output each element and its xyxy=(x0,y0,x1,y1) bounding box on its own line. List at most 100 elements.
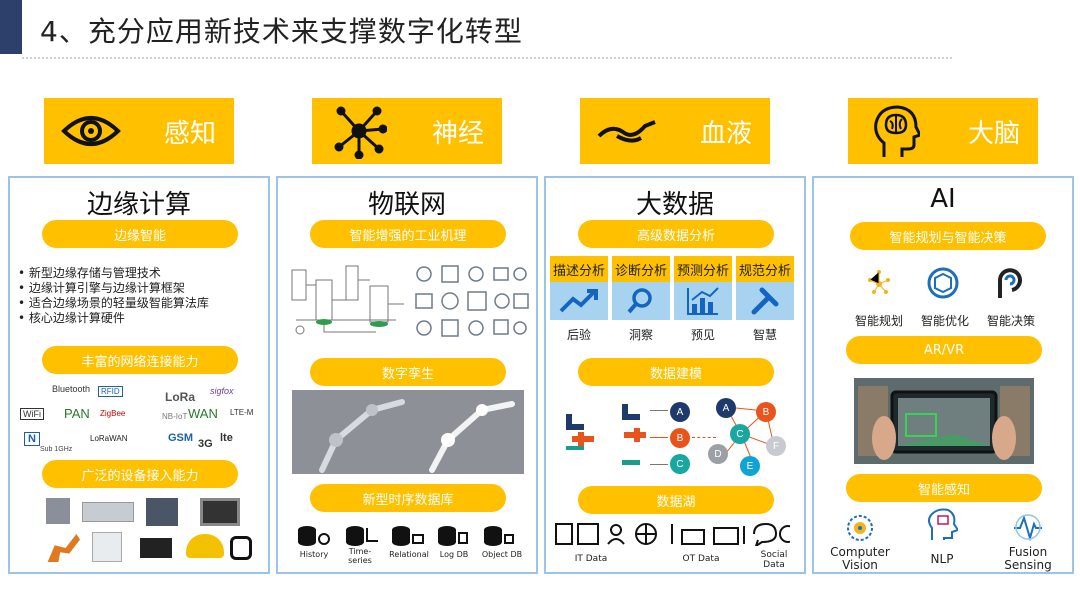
analysis-head: 描述分析 xyxy=(550,256,608,282)
pill-edge-intelligence: 边缘智能 xyxy=(42,220,238,248)
device-robot-arm-image xyxy=(47,534,80,562)
lte-logo: lte xyxy=(220,432,233,444)
graph-node: C xyxy=(670,454,690,474)
tools-icon xyxy=(736,282,794,320)
wan-label: WAN xyxy=(188,406,218,421)
lake-label: IT Data xyxy=(574,554,608,564)
pill-device-access: 广泛的设备接入能力 xyxy=(42,460,238,488)
db-label: History xyxy=(299,550,329,559)
analysis-foot: 智慧 xyxy=(752,328,777,342)
ai-item-label: 智能优化 xyxy=(920,314,969,328)
arrow-connector xyxy=(692,437,716,438)
graph-node: D xyxy=(708,444,728,464)
header-label: 大脑 xyxy=(967,118,1020,149)
database-icon xyxy=(346,526,364,546)
graph-node: B xyxy=(670,428,690,448)
bullet-item: 适合边缘场景的轻量级智能算法库 xyxy=(18,294,209,311)
arrow-connector xyxy=(650,437,668,438)
clock-icon xyxy=(318,533,330,545)
lora-logo: LoRa xyxy=(165,390,195,404)
header-nerve: 神经 xyxy=(312,98,502,164)
zigbee-logo: ZigBee xyxy=(100,409,126,418)
device-gateway-image xyxy=(140,538,172,558)
3g-logo: 3G xyxy=(198,438,213,450)
analysis-foot: 后验 xyxy=(566,328,591,342)
pill-data-modeling: 数据建模 xyxy=(578,358,774,386)
arrow-connector xyxy=(650,410,668,411)
wifi-logo: WiFi xyxy=(20,408,44,420)
data-lake-icons xyxy=(554,522,797,549)
relation-graph-lines xyxy=(716,398,786,474)
header-perception: 感知 xyxy=(44,98,234,164)
ar-warehouse-image xyxy=(854,378,1034,464)
analysis-head: 规范分析 xyxy=(736,256,794,282)
analysis-head: 诊断分析 xyxy=(612,256,670,282)
header-label: 血液 xyxy=(699,118,752,149)
decision-icon xyxy=(992,266,1026,300)
magnifier-icon xyxy=(612,282,670,320)
eye-icon xyxy=(58,103,124,159)
analysis-head: 预测分析 xyxy=(674,256,732,282)
nfc-logo: N xyxy=(24,432,40,446)
chart-icon xyxy=(366,528,378,542)
pill-intelligent-perception: 智能感知 xyxy=(846,474,1042,502)
bluetooth-logo: Bluetooth xyxy=(52,384,91,394)
header-label: 神经 xyxy=(431,118,484,149)
page-title: 4、充分应用新技术来支撑数字化转型 xyxy=(40,15,523,48)
device-server-image xyxy=(146,498,178,526)
graph-node: A xyxy=(670,402,690,422)
db-label: Relational xyxy=(389,550,429,559)
graph-node: C xyxy=(730,424,750,444)
ai-item-label: 智能决策 xyxy=(986,314,1035,328)
blood-stream-icon xyxy=(594,103,660,159)
sense-label: NLP xyxy=(930,552,954,566)
panel-title: AI xyxy=(930,184,956,214)
pill-industrial-mechanism: 智能增强的工业机理 xyxy=(310,220,506,248)
pill-ar-vr: AR/VR xyxy=(846,336,1042,364)
optimization-icon xyxy=(926,266,960,300)
device-helmet-image xyxy=(186,534,224,558)
sense-label: Fusion Sensing xyxy=(1004,545,1052,572)
object-icon xyxy=(504,534,514,544)
graph-node: F xyxy=(766,436,786,456)
gsm-logo: GSM xyxy=(168,432,194,444)
bullet-item: 新型边缘存储与管理技术 xyxy=(18,264,161,281)
lake-label: OT Data xyxy=(682,554,720,564)
database-icon xyxy=(392,526,410,546)
pill-network-connectivity: 丰富的网络连接能力 xyxy=(42,346,238,374)
graph-node: B xyxy=(756,402,776,422)
planning-icon xyxy=(862,266,896,300)
model-blocks-image xyxy=(564,412,598,452)
db-label: Log DB xyxy=(439,550,469,559)
graph-node: A xyxy=(716,398,736,418)
analysis-foot: 洞察 xyxy=(628,328,653,342)
lake-label: Social Data xyxy=(760,550,788,570)
arrow-connector xyxy=(650,464,668,465)
ltem-label: LTE-M xyxy=(230,408,254,417)
header-brain: 大脑 xyxy=(848,98,1038,164)
title-divider xyxy=(22,57,952,59)
header-label: 感知 xyxy=(163,118,216,149)
panel-title: 物联网 xyxy=(367,190,446,220)
database-icon xyxy=(484,526,502,546)
process-diagram-image xyxy=(286,260,408,342)
neuron-icon xyxy=(326,103,392,159)
pill-planning-decision: 智能规划与智能决策 xyxy=(850,222,1046,250)
digital-twin-image xyxy=(292,390,524,474)
database-icon xyxy=(298,526,316,546)
pill-digital-twin: 数字孪生 xyxy=(310,358,506,386)
database-icon xyxy=(438,526,456,546)
db-label: Object DB xyxy=(481,550,523,559)
pill-timeseries-db: 新型时序数据库 xyxy=(310,484,506,512)
device-watch-image xyxy=(230,536,252,560)
sense-label: Computer Vision xyxy=(830,545,890,572)
graph-node: E xyxy=(740,456,760,476)
panel-title: 大数据 xyxy=(635,190,714,220)
fusion-sensing-icon xyxy=(1012,512,1044,542)
nlp-icon xyxy=(926,508,960,542)
pill-data-lake: 数据湖 xyxy=(578,486,774,514)
bullet-item: 核心边缘计算硬件 xyxy=(18,309,125,326)
db-label: Time-series xyxy=(348,547,372,565)
lorawan-logo: LoRaWAN xyxy=(90,434,128,443)
panel-title: 边缘计算 xyxy=(86,190,191,220)
